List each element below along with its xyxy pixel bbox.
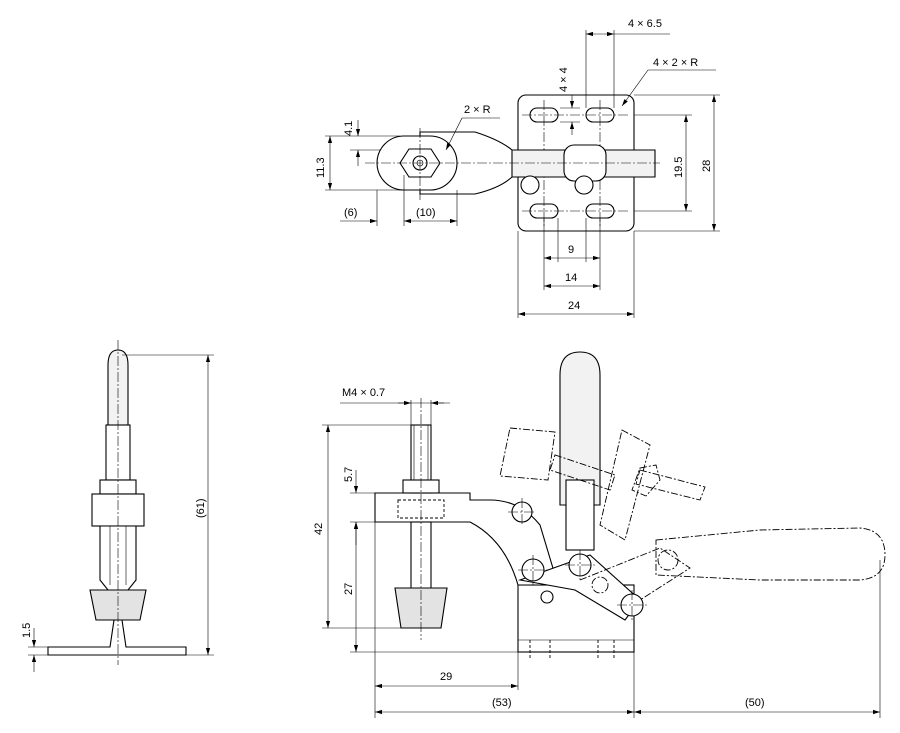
dim-spindle-reach: 29 — [440, 671, 452, 683]
pivot-small — [540, 590, 554, 604]
end-view: (61) 1.5 — [21, 340, 214, 672]
dim-arm-height: 27 — [343, 583, 355, 595]
dim-hole-span-h-inner: 9 — [568, 244, 574, 256]
dim-base-width: 24 — [568, 300, 580, 312]
dim-slot-pitch: 4 × 6.5 — [628, 18, 662, 30]
dim-slot-width: 4 × 4 — [558, 67, 570, 92]
dim-open-travel: (50) — [745, 697, 765, 709]
dim-hole-span-v: 19.5 — [673, 157, 685, 178]
dim-pad-radius: 2 × R — [464, 104, 491, 116]
dim-total-height: 42 — [313, 523, 325, 535]
top-view: 4 × 6.5 4 × 4 4 × 2 × R 2 × R 4.1 11.3 (… — [315, 18, 720, 318]
dim-base-height: 28 — [701, 160, 713, 172]
handle-shaft-side — [565, 479, 595, 551]
slot-centerlines — [522, 100, 630, 226]
pivot-lower-mid — [574, 175, 594, 195]
dim-pad-edge: (6) — [344, 207, 357, 219]
dim-thread-length: 5.7 — [343, 467, 355, 482]
dim-closed-length: (53) — [492, 697, 512, 709]
dim-pad-center: (10) — [416, 207, 436, 219]
base-end — [47, 619, 187, 656]
dim-base-thickness: 1.5 — [21, 623, 33, 638]
hidden-nut — [397, 499, 445, 519]
dim-hole-span-h-outer: 14 — [565, 272, 577, 284]
open-position-phantom — [499, 427, 886, 601]
pivot-lower-left — [520, 175, 540, 195]
dim-arm-offset: 4.1 — [343, 121, 355, 136]
side-view: M4 × 0.7 42 27 5.7 29 (53) (50) — [313, 351, 886, 718]
dim-pad-width: 11.3 — [315, 157, 327, 178]
dim-thread: M4 × 0.7 — [342, 387, 385, 399]
dim-slot-radius: 4 × 2 × R — [653, 57, 698, 69]
dim-overall-height: (61) — [195, 498, 207, 518]
